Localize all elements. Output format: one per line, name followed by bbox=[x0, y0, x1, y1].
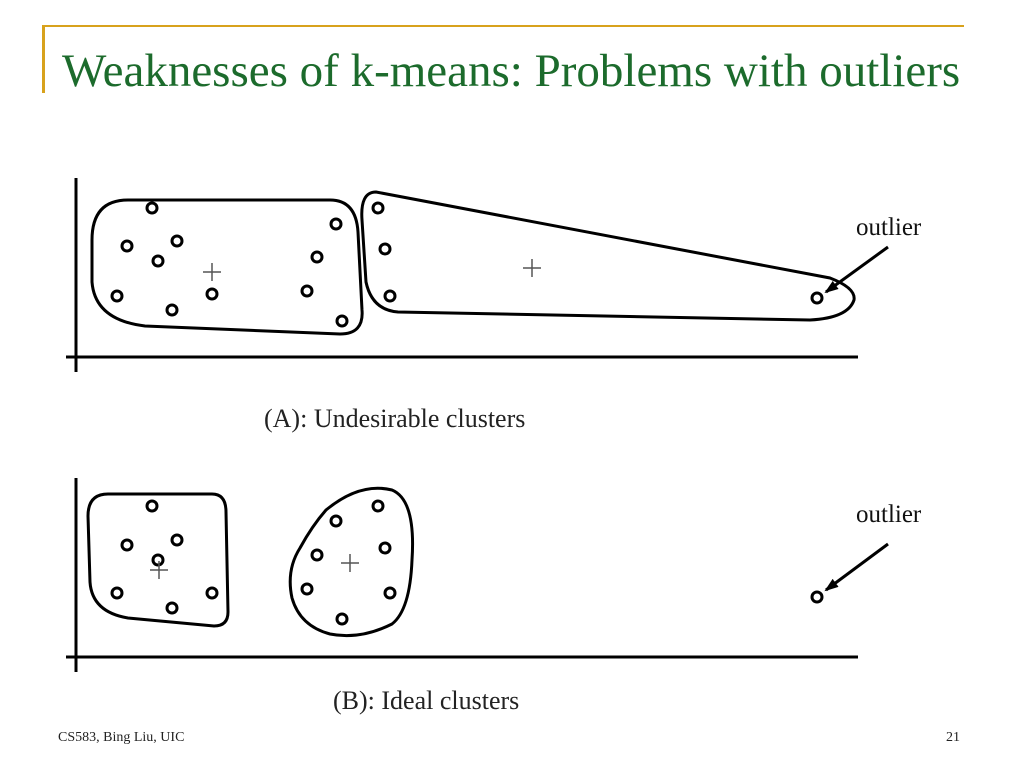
data-point bbox=[335, 612, 349, 626]
footer-course-label: CS583, Bing Liu, UIC bbox=[58, 730, 185, 745]
data-point bbox=[383, 289, 397, 303]
data-point bbox=[300, 582, 314, 596]
panel-b-outlier-label: outlier bbox=[856, 501, 922, 528]
data-point bbox=[165, 303, 179, 317]
panel-a-outlier-arrow bbox=[824, 245, 889, 294]
data-point bbox=[120, 239, 134, 253]
panel-a-cluster-1-boundary bbox=[90, 198, 364, 336]
panel-b-cluster-1-boundary bbox=[86, 492, 230, 628]
data-point bbox=[371, 201, 385, 215]
data-point bbox=[378, 242, 392, 256]
data-point bbox=[335, 314, 349, 328]
data-point bbox=[165, 601, 179, 615]
panel-b bbox=[66, 478, 889, 672]
data-point bbox=[170, 234, 184, 248]
panel-a bbox=[66, 178, 889, 372]
centroid-marker bbox=[150, 561, 168, 579]
panel-a-outlier-point bbox=[810, 291, 824, 305]
data-point bbox=[120, 538, 134, 552]
panel-a-centroids bbox=[203, 259, 541, 281]
data-point bbox=[110, 289, 124, 303]
panel-b-centroids bbox=[150, 554, 359, 579]
panel-b-cluster-2-boundary bbox=[288, 486, 415, 638]
data-point bbox=[145, 201, 159, 215]
panel-a-caption: (A): Undesirable clusters bbox=[264, 404, 526, 433]
panel-a-outlier-label: outlier bbox=[856, 214, 922, 241]
data-point bbox=[145, 499, 159, 513]
data-point bbox=[310, 548, 324, 562]
data-point bbox=[310, 250, 324, 264]
data-point bbox=[300, 284, 314, 298]
data-point bbox=[329, 217, 343, 231]
data-point bbox=[378, 541, 392, 555]
data-point bbox=[205, 287, 219, 301]
data-point bbox=[329, 514, 343, 528]
panel-a-cluster-2-points bbox=[371, 201, 397, 303]
panel-b-cluster-2-points bbox=[300, 499, 397, 626]
data-point bbox=[110, 586, 124, 600]
data-point bbox=[151, 553, 165, 567]
centroid-marker bbox=[341, 554, 359, 572]
data-point bbox=[170, 533, 184, 547]
panel-a-cluster-2-boundary bbox=[360, 190, 856, 322]
panel-b-cluster-1-points bbox=[110, 499, 219, 615]
slide-title: Weaknesses of k-means: Problems with out… bbox=[62, 45, 961, 97]
centroid-marker bbox=[203, 263, 221, 281]
data-point bbox=[205, 586, 219, 600]
data-point bbox=[371, 499, 385, 513]
panel-b-outlier-point bbox=[810, 590, 824, 604]
panel-b-outlier-arrow bbox=[824, 542, 889, 592]
centroid-marker bbox=[523, 259, 541, 277]
page-number: 21 bbox=[946, 730, 960, 745]
accent-line-vertical bbox=[42, 25, 45, 93]
data-point bbox=[151, 254, 165, 268]
panel-b-caption: (B): Ideal clusters bbox=[333, 686, 520, 715]
accent-line-horizontal bbox=[42, 25, 964, 27]
data-point bbox=[383, 586, 397, 600]
panel-a-cluster-1-points bbox=[110, 201, 349, 328]
